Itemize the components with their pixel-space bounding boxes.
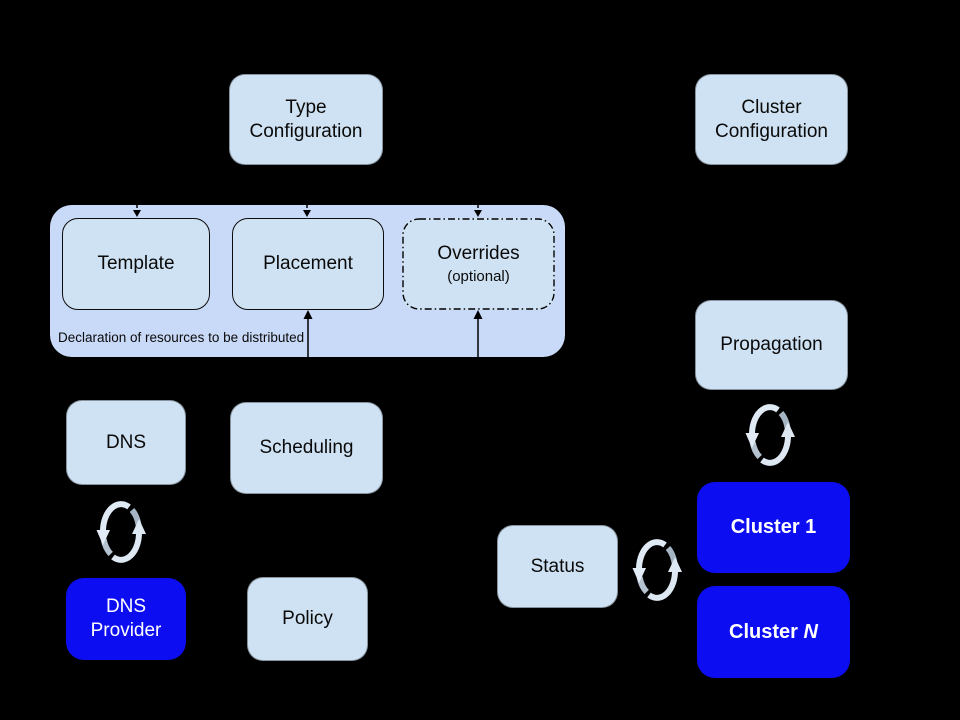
- node-overrides: Overrides (optional): [402, 218, 555, 310]
- sync-icon: [744, 399, 796, 472]
- node-cluster-n: Cluster N: [697, 586, 850, 678]
- overrides-sublabel: (optional): [447, 267, 510, 285]
- sync-icon: [95, 496, 147, 569]
- node-cluster-configuration: Cluster Configuration: [695, 74, 848, 165]
- type-configuration-label: Type Configuration: [249, 96, 363, 142]
- node-template: Template: [62, 218, 210, 310]
- propagation-label: Propagation: [720, 334, 823, 356]
- node-propagation: Propagation: [695, 300, 848, 390]
- node-cluster-1: Cluster 1: [697, 482, 850, 573]
- cluster-1-label: Cluster 1: [730, 516, 817, 538]
- template-label: Template: [97, 253, 175, 275]
- policy-label: Policy: [282, 608, 333, 630]
- node-placement: Placement: [232, 218, 384, 310]
- scheduling-label: Scheduling: [259, 437, 354, 459]
- dns-provider-label: DNS Provider: [90, 596, 162, 641]
- status-label: Status: [530, 555, 585, 577]
- node-status: Status: [497, 525, 618, 608]
- placement-label: Placement: [263, 253, 353, 275]
- node-type-configuration: Type Configuration: [229, 74, 383, 165]
- sync-icon: [631, 534, 683, 607]
- declaration-caption: Declaration of resources to be distribut…: [58, 330, 305, 345]
- cluster-configuration-label: Cluster Configuration: [714, 96, 829, 142]
- overrides-label: Overrides: [437, 242, 520, 264]
- node-dns: DNS: [66, 400, 186, 485]
- node-dns-provider: DNS Provider: [66, 578, 186, 660]
- dns-label: DNS: [105, 431, 147, 453]
- node-scheduling: Scheduling: [230, 402, 383, 494]
- node-policy: Policy: [247, 577, 368, 661]
- cluster-n-label: Cluster N: [729, 620, 818, 643]
